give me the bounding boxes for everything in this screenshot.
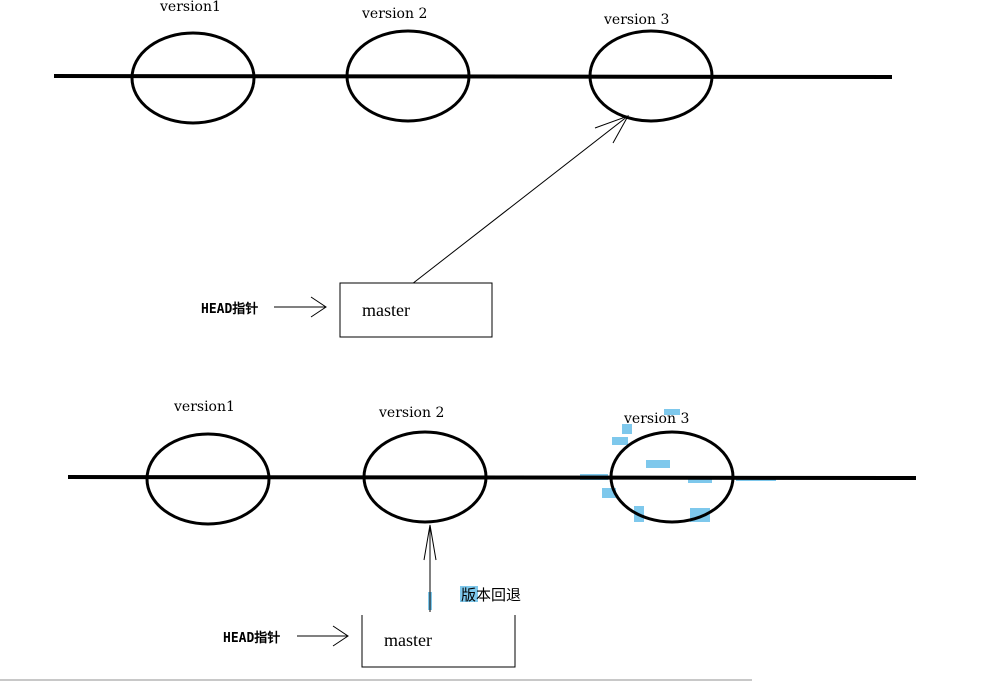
top-diagram: version1 version 2 version 3 master HEAD… [53, 0, 893, 338]
bottom-version2-label: version 2 [378, 405, 444, 421]
top-timeline [53, 74, 893, 79]
top-master-label: master [362, 300, 410, 320]
top-head-arrow-head [310, 296, 327, 318]
bottom-commit-version2 [362, 430, 488, 524]
bottom-version1-label: version1 [173, 399, 235, 415]
rollback-label: 版本回退 [461, 586, 521, 604]
bottom-head-arrow-head [332, 625, 349, 647]
bottom-commit-version1 [145, 432, 271, 526]
top-version2-label: version 2 [361, 6, 427, 22]
bottom-head-label: HEAD指针 [223, 630, 280, 646]
bottom-commit-version3 [609, 430, 735, 524]
top-branch-pointer-arrow [411, 115, 629, 285]
bottom-master-box [361, 615, 516, 668]
bottom-diagram: version1 version 2 version 3 版本回退 master… [0, 399, 917, 681]
top-head-label: HEAD指针 [201, 301, 258, 317]
top-commit-version2 [345, 29, 471, 123]
bottom-version3-label: version 3 [623, 411, 689, 427]
bottom-timeline [67, 475, 917, 480]
top-version3-label: version 3 [603, 12, 669, 28]
top-commit-version1 [130, 31, 256, 125]
bottom-rollback-highlight [460, 586, 478, 602]
top-master-box [339, 282, 493, 338]
top-version1-label: version1 [159, 0, 221, 15]
top-commit-version3 [588, 29, 714, 123]
bottom-master-label: master [384, 630, 432, 650]
top-arrow-head [594, 115, 630, 144]
bottom-arrow-head [423, 524, 437, 561]
